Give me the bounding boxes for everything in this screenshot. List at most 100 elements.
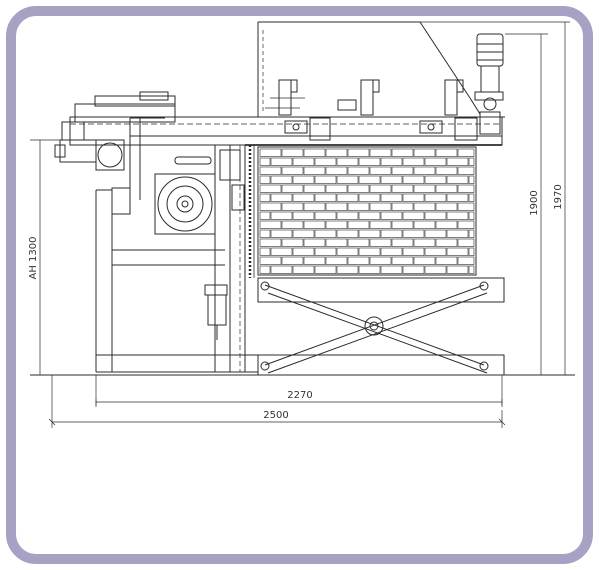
brick	[259, 256, 282, 265]
brick	[369, 220, 392, 229]
dimension-2500: 2500	[263, 410, 288, 421]
brick	[259, 265, 271, 274]
brick	[435, 148, 458, 157]
brick	[446, 175, 469, 184]
brick	[413, 256, 436, 265]
brick	[424, 229, 447, 238]
scissor-lift	[257, 277, 505, 376]
brick	[435, 256, 458, 265]
brick	[259, 193, 271, 202]
left-head	[54, 91, 176, 215]
brick	[446, 265, 469, 274]
dimension-1970: 1970	[553, 184, 564, 209]
brick	[347, 202, 370, 211]
brick	[281, 238, 304, 247]
brick	[270, 229, 293, 238]
brick	[347, 148, 370, 157]
brick	[446, 157, 469, 166]
brick	[446, 247, 469, 256]
brick	[402, 193, 425, 202]
brick	[468, 193, 475, 202]
motor-unit	[469, 33, 504, 135]
brick	[358, 229, 381, 238]
brick	[270, 193, 293, 202]
brick	[413, 202, 436, 211]
brick	[259, 157, 271, 166]
brick	[281, 256, 304, 265]
brick	[391, 202, 414, 211]
brick	[347, 256, 370, 265]
brick	[402, 265, 425, 274]
center-reel	[154, 149, 245, 340]
brick	[369, 184, 392, 193]
dimension-ah-1300: AH 1300	[28, 237, 39, 280]
brick	[402, 247, 425, 256]
brick	[358, 175, 381, 184]
brick	[259, 238, 282, 247]
brick	[457, 148, 475, 157]
brick	[358, 157, 381, 166]
brick	[391, 148, 414, 157]
brick	[358, 211, 381, 220]
brick	[369, 166, 392, 175]
main-frame	[95, 145, 258, 373]
brick	[468, 175, 475, 184]
brick	[391, 238, 414, 247]
brick	[292, 211, 315, 220]
brick	[281, 166, 304, 175]
brick	[413, 238, 436, 247]
brick	[413, 184, 436, 193]
brick	[369, 238, 392, 247]
brick	[314, 211, 337, 220]
brick	[457, 238, 475, 247]
brick	[325, 148, 348, 157]
brick	[380, 175, 403, 184]
brick	[380, 157, 403, 166]
brick	[468, 157, 475, 166]
brick-stack	[257, 146, 477, 276]
brick	[259, 220, 282, 229]
brick	[336, 175, 359, 184]
brick	[259, 175, 271, 184]
brick	[402, 157, 425, 166]
brick	[435, 238, 458, 247]
brick	[358, 193, 381, 202]
brick	[358, 265, 381, 274]
brick	[292, 247, 315, 256]
brick	[457, 202, 475, 211]
brick	[347, 238, 370, 247]
brick	[358, 247, 381, 256]
brick	[259, 166, 282, 175]
brick	[314, 193, 337, 202]
top-beam	[69, 116, 503, 146]
brick	[402, 211, 425, 220]
brick	[314, 175, 337, 184]
brick	[413, 148, 436, 157]
brick	[270, 265, 293, 274]
brick	[325, 238, 348, 247]
brick	[435, 166, 458, 175]
brick	[457, 256, 475, 265]
brick	[303, 256, 326, 265]
brick	[413, 166, 436, 175]
brick	[413, 220, 436, 229]
brick	[259, 148, 282, 157]
brick	[468, 265, 475, 274]
brick	[259, 202, 282, 211]
brick	[259, 229, 271, 238]
brick	[380, 193, 403, 202]
brick	[380, 265, 403, 274]
brick	[468, 247, 475, 256]
dimension-lines	[30, 21, 570, 428]
brick	[314, 157, 337, 166]
brick	[336, 193, 359, 202]
brick	[391, 166, 414, 175]
top-guard	[257, 21, 545, 118]
brick	[424, 265, 447, 274]
brick	[369, 202, 392, 211]
brick	[270, 211, 293, 220]
top-brackets	[278, 79, 464, 116]
brick	[347, 220, 370, 229]
brick	[457, 220, 475, 229]
